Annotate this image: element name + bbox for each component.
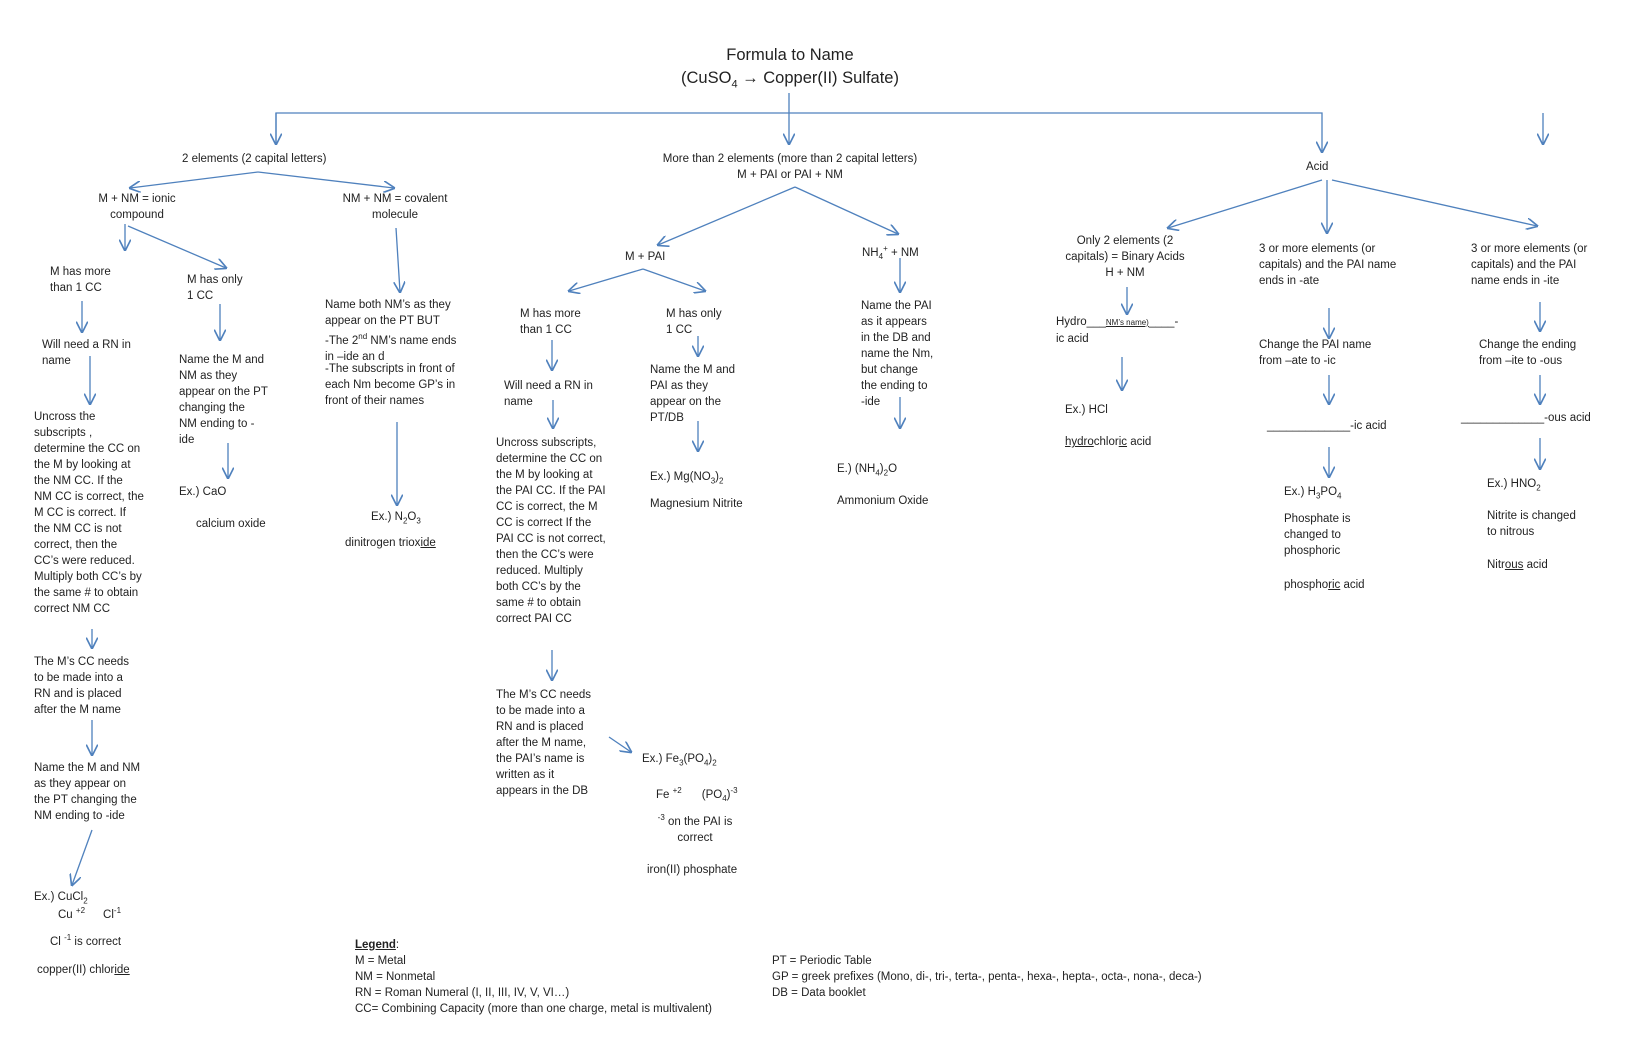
title-line-2: (CuSO4 → Copper(II) Sulfate) xyxy=(681,69,899,91)
legend-right: PT = Periodic Table GP = greek prefixes (… xyxy=(772,953,1202,1001)
nh4-plus-nm-node: NH4+ + NM xyxy=(862,244,919,262)
name-pai-db-node: Name the PAI as it appears in the DB and… xyxy=(861,300,934,408)
subscripts-gp-note: -The subscripts in front of each Nm beco… xyxy=(325,363,456,407)
cl-is-correct: Cl -1 is correct xyxy=(50,933,122,948)
change-ite-to-ous: Change the ending from –ite to -ous xyxy=(1479,339,1577,367)
name-both-nm-node: Name both NM’s as they appear on the PT … xyxy=(325,299,451,327)
example-mgno32: Ex.) Mg(NO3)2 xyxy=(650,471,724,486)
example-fe3po42: Ex.) Fe3(PO4)2 xyxy=(642,753,717,768)
ionic-compound-node: M + NM = ionic compound xyxy=(98,193,176,221)
pai-m-more-than-one-cc-node: M has more than 1 CC xyxy=(520,308,581,336)
iron-phosphate-answer: iron(II) phosphate xyxy=(647,864,738,876)
covalent-molecule-node: NM + NM = covalent molecule xyxy=(342,193,448,221)
pai-uncross-subscripts-node: Uncross subscripts, determine the CC on … xyxy=(496,437,606,625)
more-than-two-elements-heading: More than 2 elements (more than 2 capita… xyxy=(662,153,918,181)
pai-m-cc-roman-numeral-node: The M’s CC needs to be made into a RN an… xyxy=(496,689,592,797)
legend-item: DB = Data booklet xyxy=(772,987,866,999)
magnesium-nitrite-answer: Magnesium Nitrite xyxy=(650,498,743,510)
dinitrogen-trioxide-answer: dinitrogen trioxide xyxy=(345,537,436,549)
nitrous-acid-answer: Nitrous acid xyxy=(1487,559,1548,571)
phosphoric-acid-answer: phosphoric acid xyxy=(1284,579,1365,591)
ous-acid-pattern: _____________-ous acid xyxy=(1461,412,1591,424)
m-only-one-cc-node: M has only 1 CC xyxy=(187,274,243,302)
legend-item: NM = Nonmetal xyxy=(355,971,436,983)
m-plus-pai-node: M + PAI xyxy=(625,251,666,263)
second-nm-ide-note: -The 2nd NM’s name ends in –ide an d xyxy=(325,332,457,363)
change-ate-to-ic: Change the PAI name from –ate to -ic xyxy=(1259,339,1372,367)
m-more-than-one-cc-node: M has more than 1 CC xyxy=(50,266,111,294)
ite-acids-node: 3 or more elements (or capitals) and the… xyxy=(1471,243,1588,287)
ic-acid-pattern: _____________-ic acid xyxy=(1267,420,1387,432)
needs-rn-node: Will need a RN in name xyxy=(42,339,131,367)
legend-item: CC= Combining Capacity (more than one ch… xyxy=(355,1003,712,1015)
example-hcl: Ex.) HCl xyxy=(1065,404,1108,416)
ate-acids-node: 3 or more elements (or capitals) and the… xyxy=(1259,243,1397,287)
example-n2o3: Ex.) N2O3 xyxy=(371,511,421,526)
hydrochloric-acid-answer: hydrochloric acid xyxy=(1065,436,1152,448)
fe-po4-charges: Fe +2(PO4)-3 xyxy=(656,786,738,804)
name-m-nm-pt-node: Name the M and NM as they appear on the … xyxy=(179,354,268,446)
name-m-nm-ide-node: Name the M and NM as they appear on the … xyxy=(34,762,141,822)
page-title: Formula to Name (CuSO4 → Copper(II) Sulf… xyxy=(600,44,980,96)
binary-acids-node: Only 2 elements (2 capitals) = Binary Ac… xyxy=(1065,235,1185,279)
m-cc-roman-numeral-node: The M’s CC needs to be made into a RN an… xyxy=(34,656,130,716)
example-nh42o: E.) (NH4)2O xyxy=(837,463,898,478)
legend-item: RN = Roman Numeral (I, II, III, IV, V, V… xyxy=(355,987,570,999)
two-elements-heading: 2 elements (2 capital letters) xyxy=(182,153,327,165)
copper-chloride-answer: copper(II) chloride xyxy=(37,964,130,976)
legend-item: PT = Periodic Table xyxy=(772,955,872,967)
title-line-1: Formula to Name xyxy=(726,46,854,64)
ammonium-oxide-answer: Ammonium Oxide xyxy=(837,495,929,507)
legend-item: M = Metal xyxy=(355,955,406,967)
acid-heading: Acid xyxy=(1306,161,1329,173)
hydro-ic-acid-pattern: Hydro___NM’s name)____-ic acid xyxy=(1056,316,1179,345)
uncross-subscripts-node: Uncross the subscripts , determine the C… xyxy=(34,411,144,615)
pai-needs-rn-node: Will need a RN in name xyxy=(504,380,593,408)
example-h3po4: Ex.) H3PO4 xyxy=(1284,486,1342,501)
phosphate-changed-note: Phosphate is changed to phosphoric xyxy=(1284,513,1351,557)
calcium-oxide-answer: calcium oxide xyxy=(196,518,266,530)
legend-heading: Legend xyxy=(355,939,396,951)
pai-charge-correct: -3 on the PAI is correct xyxy=(657,813,733,844)
nitrite-changed-note: Nitrite is changed to nitrous xyxy=(1487,510,1576,538)
legend-item: GP = greek prefixes (Mono, di-, tri-, te… xyxy=(772,971,1202,983)
example-cao: Ex.) CaO xyxy=(179,486,227,498)
name-m-pai-node: Name the M and PAI as they appear on the… xyxy=(650,364,736,424)
example-hno2: Ex.) HNO2 xyxy=(1487,478,1541,493)
example-cucl2: Ex.) CuCl2 xyxy=(34,891,88,906)
pai-m-only-one-cc-node: M has only 1 CC xyxy=(666,308,722,336)
